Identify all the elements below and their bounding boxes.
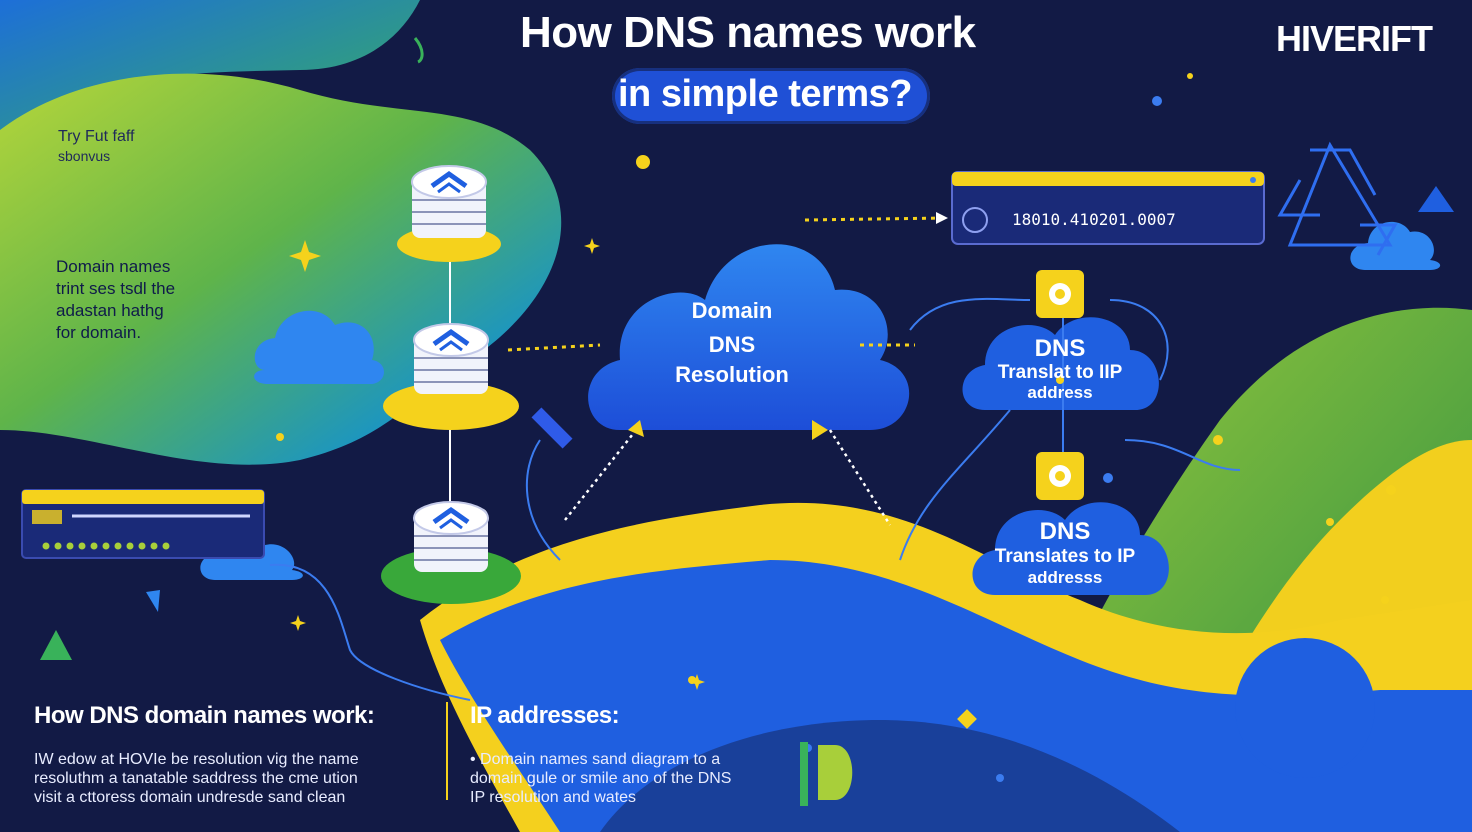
server-rack-icon bbox=[21, 489, 265, 559]
center-cloud-icon bbox=[588, 244, 910, 430]
bottom-right-line: • Domain names sand diagram to a bbox=[470, 751, 721, 768]
bottom-right-line: IP resolution and wates bbox=[470, 789, 637, 806]
center-cloud-label: Domain DNS Resolution bbox=[640, 294, 824, 392]
brand-logo: HIVERIFT bbox=[1276, 18, 1433, 59]
right-cloud-2-label: DNS Translates to IP addresss bbox=[975, 518, 1155, 588]
triangle-icon bbox=[40, 630, 72, 660]
center-cloud-line2: DNS bbox=[708, 332, 756, 357]
ip-address-value: 18010.410201.0007 bbox=[1012, 210, 1176, 229]
bottom-right-heading: IP addresses: bbox=[470, 702, 620, 729]
right-cloud-1-line2: Translat to IIP bbox=[997, 362, 1123, 383]
right-cloud-2-line2: Translates to IP bbox=[994, 546, 1136, 567]
center-cloud-line3: Resolution bbox=[675, 362, 789, 387]
page-title: How DNS names work bbox=[520, 8, 976, 57]
bottom-left-heading: How DNS domain names work: bbox=[34, 702, 375, 729]
bottom-right-line: domain gule or smile ano of the DNS bbox=[470, 770, 732, 787]
page-subtitle: in simple terms? bbox=[618, 73, 912, 115]
badge-icon-2 bbox=[1036, 452, 1084, 500]
database-icon-middle bbox=[383, 323, 519, 430]
right-cloud-2-title: DNS bbox=[1039, 518, 1091, 545]
right-cloud-1-line3: address bbox=[1027, 383, 1093, 402]
right-cloud-1-title: DNS bbox=[1034, 335, 1086, 362]
center-cloud-line1: Domain bbox=[691, 298, 773, 323]
bottom-left-line: IW edow at HOVIe be resolution vig the n… bbox=[34, 751, 359, 768]
left-description-line: trint ses tsdl the bbox=[56, 279, 176, 298]
bottom-left-body: IW edow at HOVIe be resolution vig the n… bbox=[34, 750, 359, 807]
small-note-line1: Try Fut faff bbox=[58, 128, 135, 145]
database-icon-bottom bbox=[381, 501, 521, 604]
recycle-triangle-icon bbox=[1277, 141, 1398, 256]
left-cloud-icon bbox=[254, 310, 384, 384]
ip-address-bar bbox=[951, 171, 1265, 245]
bottom-right-body: • Domain names sand diagram to a domain … bbox=[470, 750, 731, 807]
right-cloud-2-line3: addresss bbox=[1027, 568, 1103, 587]
database-icon-top bbox=[397, 165, 501, 262]
small-note-line2: sbonvus bbox=[58, 148, 111, 164]
badge-icon-1 bbox=[1036, 270, 1084, 318]
bottom-left-line: visit a cttoress domain undresde sand cl… bbox=[34, 789, 346, 806]
left-description: Domain names trint ses tsdl the adastan … bbox=[56, 256, 175, 344]
left-description-line: Domain names bbox=[56, 257, 171, 276]
left-description-line: adastan hathg bbox=[56, 301, 164, 320]
subtitle-pill bbox=[612, 68, 930, 124]
right-cloud-1-label: DNS Translat to IIP address bbox=[970, 336, 1150, 402]
left-description-line: for domain. bbox=[56, 323, 142, 342]
bottom-left-line: resoluthm a tanatable saddress the cme u… bbox=[34, 770, 358, 787]
